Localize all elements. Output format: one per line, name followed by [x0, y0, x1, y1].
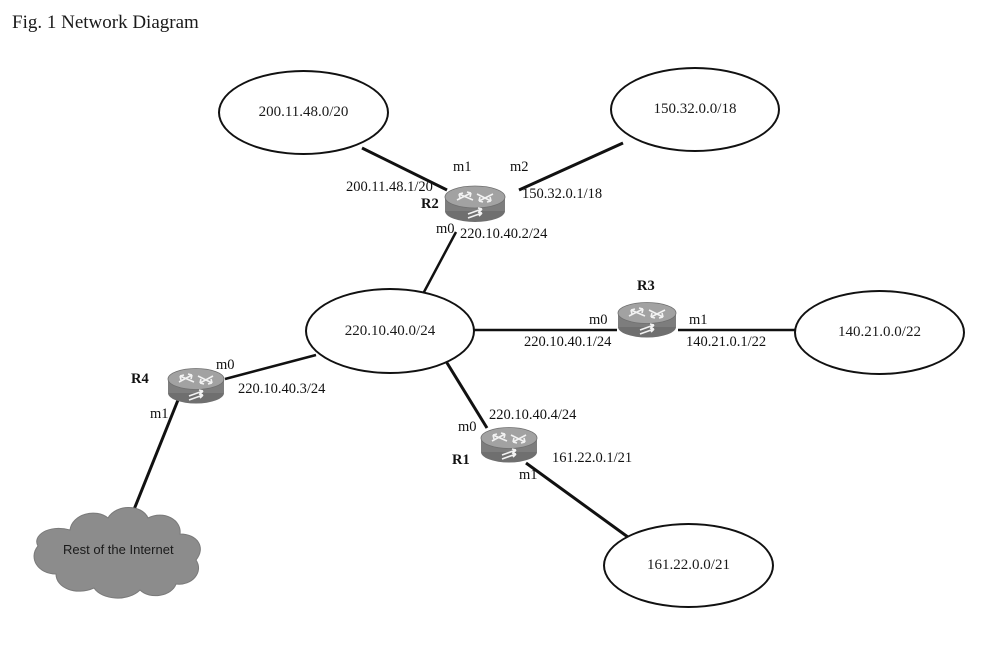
router-icon: [444, 185, 506, 222]
router-label-r3: R3: [637, 278, 655, 294]
link-r4-to-cloud: [131, 399, 180, 513]
network-label: 150.32.0.0/18: [653, 101, 737, 117]
router-label-r4: R4: [131, 371, 149, 387]
r2-m0-port-label: m0: [436, 221, 455, 237]
r1-m0-address-label: 220.10.40.4/24: [489, 407, 577, 423]
internet-cloud-label: Rest of the Internet: [63, 542, 174, 557]
r3-m0-address-label: 220.10.40.1/24: [524, 334, 612, 350]
network-label: 161.22.0.0/21: [647, 557, 730, 573]
link-net200-to-r2: [361, 146, 448, 192]
network-node-150-32-0[interactable]: 150.32.0.0/18: [610, 67, 780, 152]
r2-m2-port-label: m2: [510, 159, 529, 175]
router-label-r1: R1: [452, 452, 470, 468]
r3-m1-port-label: m1: [689, 312, 708, 328]
router-icon: [480, 427, 538, 463]
r2-m0-address-label: 220.10.40.2/24: [460, 226, 548, 242]
network-label: 140.21.0.0/22: [838, 324, 921, 340]
link-r2-to-central: [422, 231, 458, 293]
r4-m0-port-label: m0: [216, 357, 235, 373]
link-net150-to-r2: [518, 141, 624, 192]
router-node-r1[interactable]: [477, 425, 541, 467]
figure-title: Fig. 1 Network Diagram: [12, 12, 199, 33]
network-node-161-22-0[interactable]: 161.22.0.0/21: [603, 523, 774, 608]
r3-m1-address-label: 140.21.0.1/22: [686, 334, 767, 350]
router-node-r2[interactable]: [441, 183, 509, 227]
network-label: 200.11.48.0/20: [258, 104, 349, 120]
network-label: 220.10.40.0/24: [344, 322, 436, 339]
network-node-200-11-48[interactable]: 200.11.48.0/20: [218, 70, 389, 155]
link-central-to-r4: [224, 353, 317, 381]
r4-m0-address-label: 220.10.40.3/24: [238, 381, 326, 397]
router-node-r3[interactable]: [614, 300, 680, 342]
r2-m1-address-label: 200.11.48.1/20: [346, 179, 433, 195]
r2-m2-address-label: 150.32.0.1/18: [522, 186, 603, 202]
r1-m0-port-label: m0: [458, 419, 477, 435]
r4-m1-port-label: m1: [150, 406, 169, 422]
router-node-r4[interactable]: [164, 366, 228, 408]
router-icon: [167, 368, 225, 404]
network-node-220-10-40[interactable]: 220.10.40.0/24: [305, 288, 475, 374]
cloud-icon: [33, 507, 201, 599]
r1-m1-port-label: m1: [519, 467, 538, 483]
network-node-140-21-0[interactable]: 140.21.0.0/22: [794, 290, 965, 375]
internet-cloud-node[interactable]: [22, 500, 210, 604]
link-r1-to-net161: [525, 461, 633, 542]
link-central-to-r1: [442, 357, 489, 429]
router-label-r2: R2: [421, 196, 439, 212]
r3-m0-port-label: m0: [589, 312, 608, 328]
router-icon: [617, 302, 677, 338]
r2-m1-port-label: m1: [453, 159, 472, 175]
r1-m1-address-label: 161.22.0.1/21: [552, 450, 633, 466]
